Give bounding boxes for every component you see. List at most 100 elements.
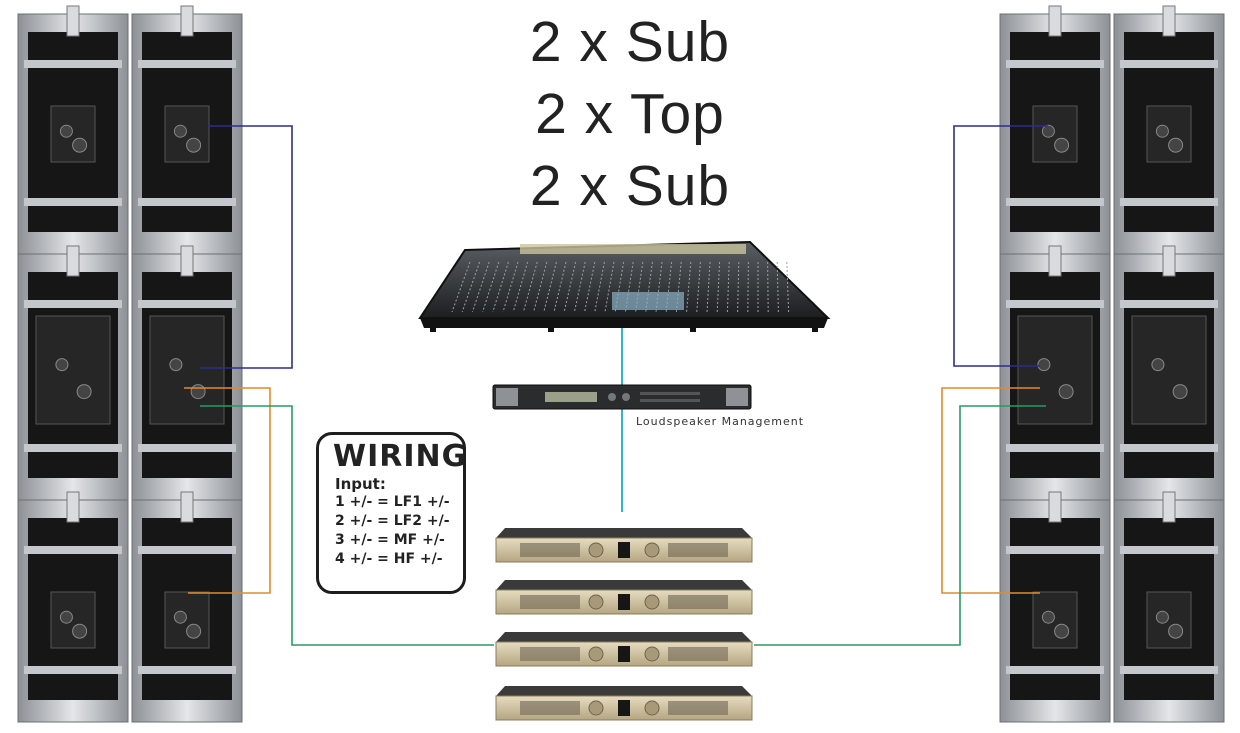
connector (191, 385, 205, 399)
vent (668, 647, 728, 661)
input-panel (1147, 592, 1191, 648)
speaker-stack (1114, 6, 1224, 722)
vent (520, 595, 580, 609)
connector (174, 125, 186, 137)
input-panel (1018, 316, 1092, 424)
vent (520, 543, 580, 557)
wiring-legend: WIRING Input: 1 +/- = LF1 +/- 2 +/- = LF… (316, 432, 466, 594)
power-switch (618, 646, 630, 662)
connector (1169, 138, 1183, 152)
connector (170, 359, 182, 371)
connector (1173, 385, 1187, 399)
connector (1169, 624, 1183, 638)
input-panel (36, 316, 110, 424)
connector (1042, 611, 1054, 623)
input-panel (1033, 592, 1077, 648)
input-panel (51, 592, 95, 648)
connector (73, 138, 87, 152)
input-panel (1033, 106, 1077, 162)
connector (73, 624, 87, 638)
input-panel (150, 316, 224, 424)
sub-cabinet (1114, 6, 1224, 254)
rig-clamp (1163, 246, 1175, 276)
connector (1152, 359, 1164, 371)
knob (589, 543, 603, 557)
connector (1059, 385, 1073, 399)
amplifier (496, 632, 752, 666)
connector (174, 611, 186, 623)
connector (1055, 138, 1069, 152)
vent (668, 543, 728, 557)
amplifier (496, 528, 752, 562)
amplifier (496, 686, 752, 720)
speaker-stack (1000, 6, 1110, 722)
input-panel (165, 592, 209, 648)
vent (668, 701, 728, 715)
sub-cabinet (132, 6, 242, 254)
power-switch (618, 700, 630, 716)
input-panel (1132, 316, 1206, 424)
rig-clamp (1049, 246, 1061, 276)
mixing-console (420, 242, 828, 332)
vent (668, 595, 728, 609)
connector (77, 385, 91, 399)
wiring-subheading: Input: (335, 475, 455, 493)
connector (56, 359, 68, 371)
connector (1042, 125, 1054, 137)
knob (645, 647, 659, 661)
title-line-2: 2 x Top (470, 86, 790, 143)
rig-clamp (181, 492, 193, 522)
rig-clamp (1163, 492, 1175, 522)
knob (589, 595, 603, 609)
wiring-line-2: 2 +/- = LF2 +/- (335, 512, 455, 531)
input-panel (165, 106, 209, 162)
amplifier-rack (496, 528, 752, 720)
connector (1055, 624, 1069, 638)
sub-cabinet (1114, 492, 1224, 722)
input-panel (51, 106, 95, 162)
sub-cabinet (18, 6, 128, 254)
speaker-stack (132, 6, 242, 722)
vent (520, 647, 580, 661)
connector (187, 624, 201, 638)
rig-clamp (67, 6, 79, 36)
connector (1156, 611, 1168, 623)
connector (60, 611, 72, 623)
rig-clamp (181, 246, 193, 276)
wiring-line-4: 4 +/- = HF +/- (335, 550, 455, 569)
connector (60, 125, 72, 137)
sub-cabinet (1000, 492, 1110, 722)
title-line-3: 2 x Sub (470, 158, 790, 215)
rig-clamp (1049, 6, 1061, 36)
top-cabinet (18, 246, 128, 500)
rig-clamp (1049, 492, 1061, 522)
rig-clamp (181, 6, 193, 36)
power-switch (618, 594, 630, 610)
knob (645, 543, 659, 557)
wiring-line-3: 3 +/- = MF +/- (335, 531, 455, 550)
title-line-1: 2 x Sub (470, 14, 790, 71)
top-cabinet (132, 246, 242, 500)
top-cabinet (1114, 246, 1224, 500)
sub-cabinet (18, 492, 128, 722)
rig-clamp (67, 492, 79, 522)
vent (520, 701, 580, 715)
knob (589, 647, 603, 661)
amplifier (496, 580, 752, 614)
knob (645, 595, 659, 609)
speaker-stack (18, 6, 128, 722)
sub-cabinet (132, 492, 242, 722)
connector (1156, 125, 1168, 137)
input-panel (1147, 106, 1191, 162)
connector (1038, 359, 1050, 371)
rig-clamp (67, 246, 79, 276)
wiring-heading: WIRING (333, 441, 455, 473)
loudspeaker-processor (493, 385, 751, 409)
power-switch (618, 542, 630, 558)
sub-cabinet (1000, 6, 1110, 254)
connector (187, 138, 201, 152)
rig-clamp (1163, 6, 1175, 36)
wiring-line-1: 1 +/- = LF1 +/- (335, 493, 455, 512)
knob (589, 701, 603, 715)
